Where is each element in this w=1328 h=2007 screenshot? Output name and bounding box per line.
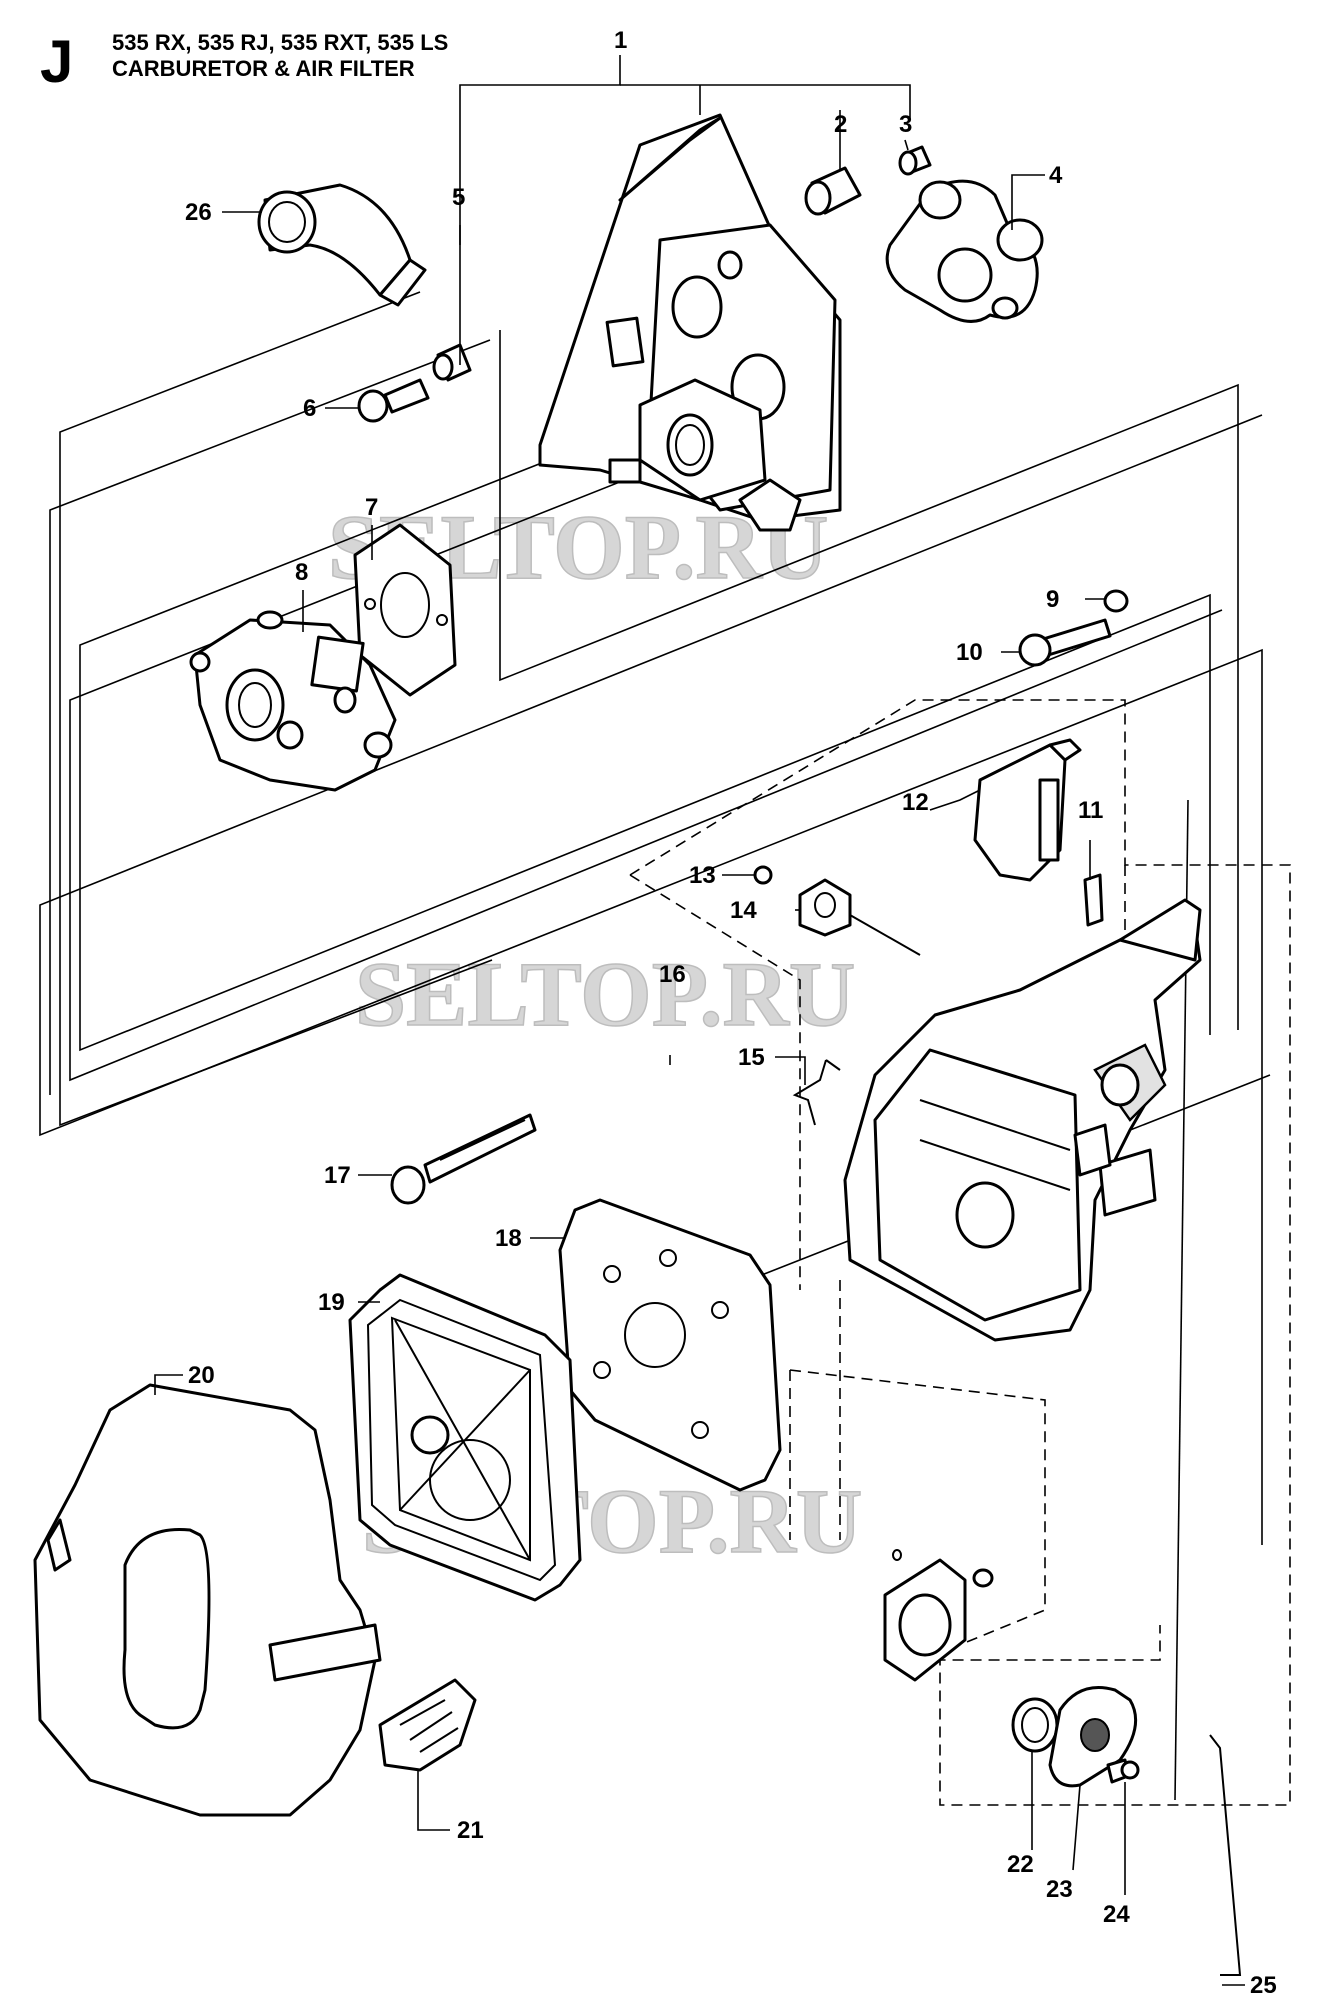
callout-26: 26 — [185, 199, 212, 226]
screw-part-13 — [753, 865, 773, 885]
callout-22: 22 — [1007, 1851, 1034, 1878]
long-bolt-part-17 — [390, 1113, 537, 1205]
cover-clip — [378, 1678, 477, 1772]
clip-part-11 — [1083, 873, 1104, 927]
callout-15: 15 — [738, 1044, 765, 1071]
callout-6: 6 — [303, 395, 316, 422]
callout-8: 8 — [295, 559, 308, 586]
callout-1: 1 — [614, 27, 627, 54]
callout-18: 18 — [495, 1225, 522, 1252]
bushing-part-3 — [898, 145, 932, 176]
callout-leaders — [154, 55, 1245, 1986]
callout-7: 7 — [365, 494, 378, 521]
elbow-hose — [257, 183, 427, 307]
filter-cover — [33, 1383, 382, 1817]
air-filter-element — [348, 1273, 582, 1602]
callout-labels: 1 2 3 4 5 6 7 8 9 10 11 12 13 14 16 15 1… — [185, 27, 1277, 1999]
callout-3: 3 — [899, 111, 912, 138]
o-ring-part-22 — [1011, 1697, 1059, 1753]
callout-12: 12 — [902, 789, 929, 816]
bushing-part-2 — [804, 166, 862, 216]
callout-14: 14 — [730, 897, 757, 924]
carburetor — [189, 610, 397, 792]
callout-4: 4 — [1049, 162, 1063, 189]
cover-plate-part-23 — [1048, 1686, 1138, 1788]
washer-part-9 — [1103, 589, 1129, 613]
intake-gasket — [885, 179, 1044, 323]
damper-assembly — [883, 1549, 994, 1682]
callout-10: 10 — [956, 639, 983, 666]
callout-25: 25 — [1250, 1972, 1277, 1999]
callout-2: 2 — [834, 111, 847, 138]
callout-9: 9 — [1046, 586, 1059, 613]
callout-21: 21 — [457, 1817, 484, 1844]
callout-20: 20 — [188, 1362, 215, 1389]
watermark: SELTOP.RU — [355, 943, 855, 1045]
bracket-part-12 — [973, 738, 1082, 882]
callout-13: 13 — [689, 862, 716, 889]
section-letter: J — [40, 28, 73, 95]
screw-part-24 — [1106, 1758, 1140, 1784]
callout-17: 17 — [324, 1162, 351, 1189]
callout-24: 24 — [1103, 1901, 1130, 1928]
callout-16: 16 — [659, 961, 686, 988]
models-heading: 535 RX, 535 RJ, 535 RXT, 535 LS — [112, 30, 448, 55]
callout-23: 23 — [1046, 1876, 1073, 1903]
bolt-part-6 — [357, 378, 430, 423]
choke-rod-part-15 — [792, 1059, 841, 1126]
diagram-title: CARBURETOR & AIR FILTER — [112, 56, 415, 81]
sleeve-part-5 — [432, 343, 472, 382]
rod-part-25 — [1209, 1734, 1242, 1976]
callout-5: 5 — [452, 184, 465, 211]
choke-nipple-part-14 — [798, 878, 921, 956]
callout-19: 19 — [318, 1289, 345, 1316]
filter-plate — [558, 1198, 782, 1492]
air-filter-housing — [843, 898, 1202, 1342]
screw-part-10 — [1018, 618, 1112, 667]
carburetor-holder — [538, 113, 842, 532]
callout-11: 11 — [1078, 797, 1103, 824]
